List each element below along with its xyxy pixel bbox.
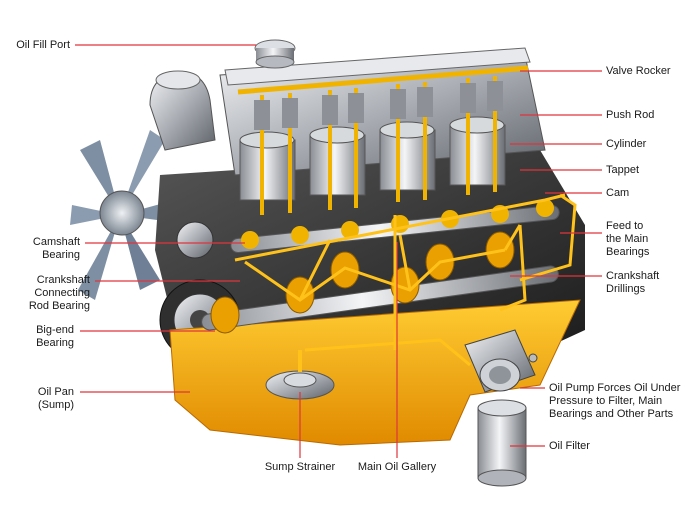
label-push-rod: Push Rod [606,109,655,121]
label-feed-line-2: the Main [606,233,649,245]
label-crank-line-3: Rod Bearing [28,300,90,312]
leader-lines [75,44,602,458]
label-drillings-line-1: Crankshaft [606,270,660,282]
crankshaft [201,265,559,331]
valve-springs [254,81,503,130]
label-pump-line-1: Oil Pump Forces Oil Under [549,382,681,394]
label-cam: Cam [606,187,630,199]
label-oilpan-line-1: Oil Pan [37,386,74,398]
label-feed-line-1: Feed to [606,220,644,232]
label-drillings-line-2: Drillings [606,283,646,295]
label-oil-pump: Oil Pump Forces Oil Under Pressure to Fi… [549,382,680,421]
label-oil-fill-port: Oil Fill Port [16,39,70,51]
label-pump-line-3: Bearings and Other Parts [549,408,674,420]
oil-galleries [234,193,577,367]
label-pump-line-2: Pressure to Filter, Main [549,395,663,407]
label-feed-line-3: Bearings [606,246,650,258]
label-main-oil-gallery: Main Oil Gallery [357,461,437,473]
oil-pump [464,329,538,393]
label-bigend-line-2: Bearing [36,337,74,349]
label-camshaft-line-2: Bearing [42,249,80,261]
label-feed-main-bearings: Feed to the Main Bearings [606,220,649,259]
label-crank-line-2: Connecting [34,287,90,299]
oil-pan [169,299,581,446]
label-camshaft-line-1: Camshaft [32,236,80,248]
label-crank-line-1: Crankshaft [36,274,90,286]
label-oilpan-line-2: (Sump) [37,399,74,411]
label-bigend-line-1: Big-end [36,324,74,336]
label-crankshaft-connecting-rod: Crankshaft Connecting Rod Bearing [8,274,90,313]
label-oil-pan: Oil Pan (Sump) [8,386,74,412]
fan [70,130,175,300]
rocker-shaft [237,65,529,95]
label-tappet: Tappet [606,164,640,176]
label-camshaft-bearing: Camshaft Bearing [8,236,80,262]
label-big-end-bearing: Big-end Bearing [8,324,74,350]
label-cylinder: Cylinder [606,138,647,150]
label-oil-filter: Oil Filter [549,440,590,452]
label-sump-strainer: Sump Strainer [264,461,336,473]
label-valve-rocker: Valve Rocker [606,65,671,77]
oil-filter [477,399,527,487]
label-crankshaft-drillings: Crankshaft Drillings [606,270,659,296]
